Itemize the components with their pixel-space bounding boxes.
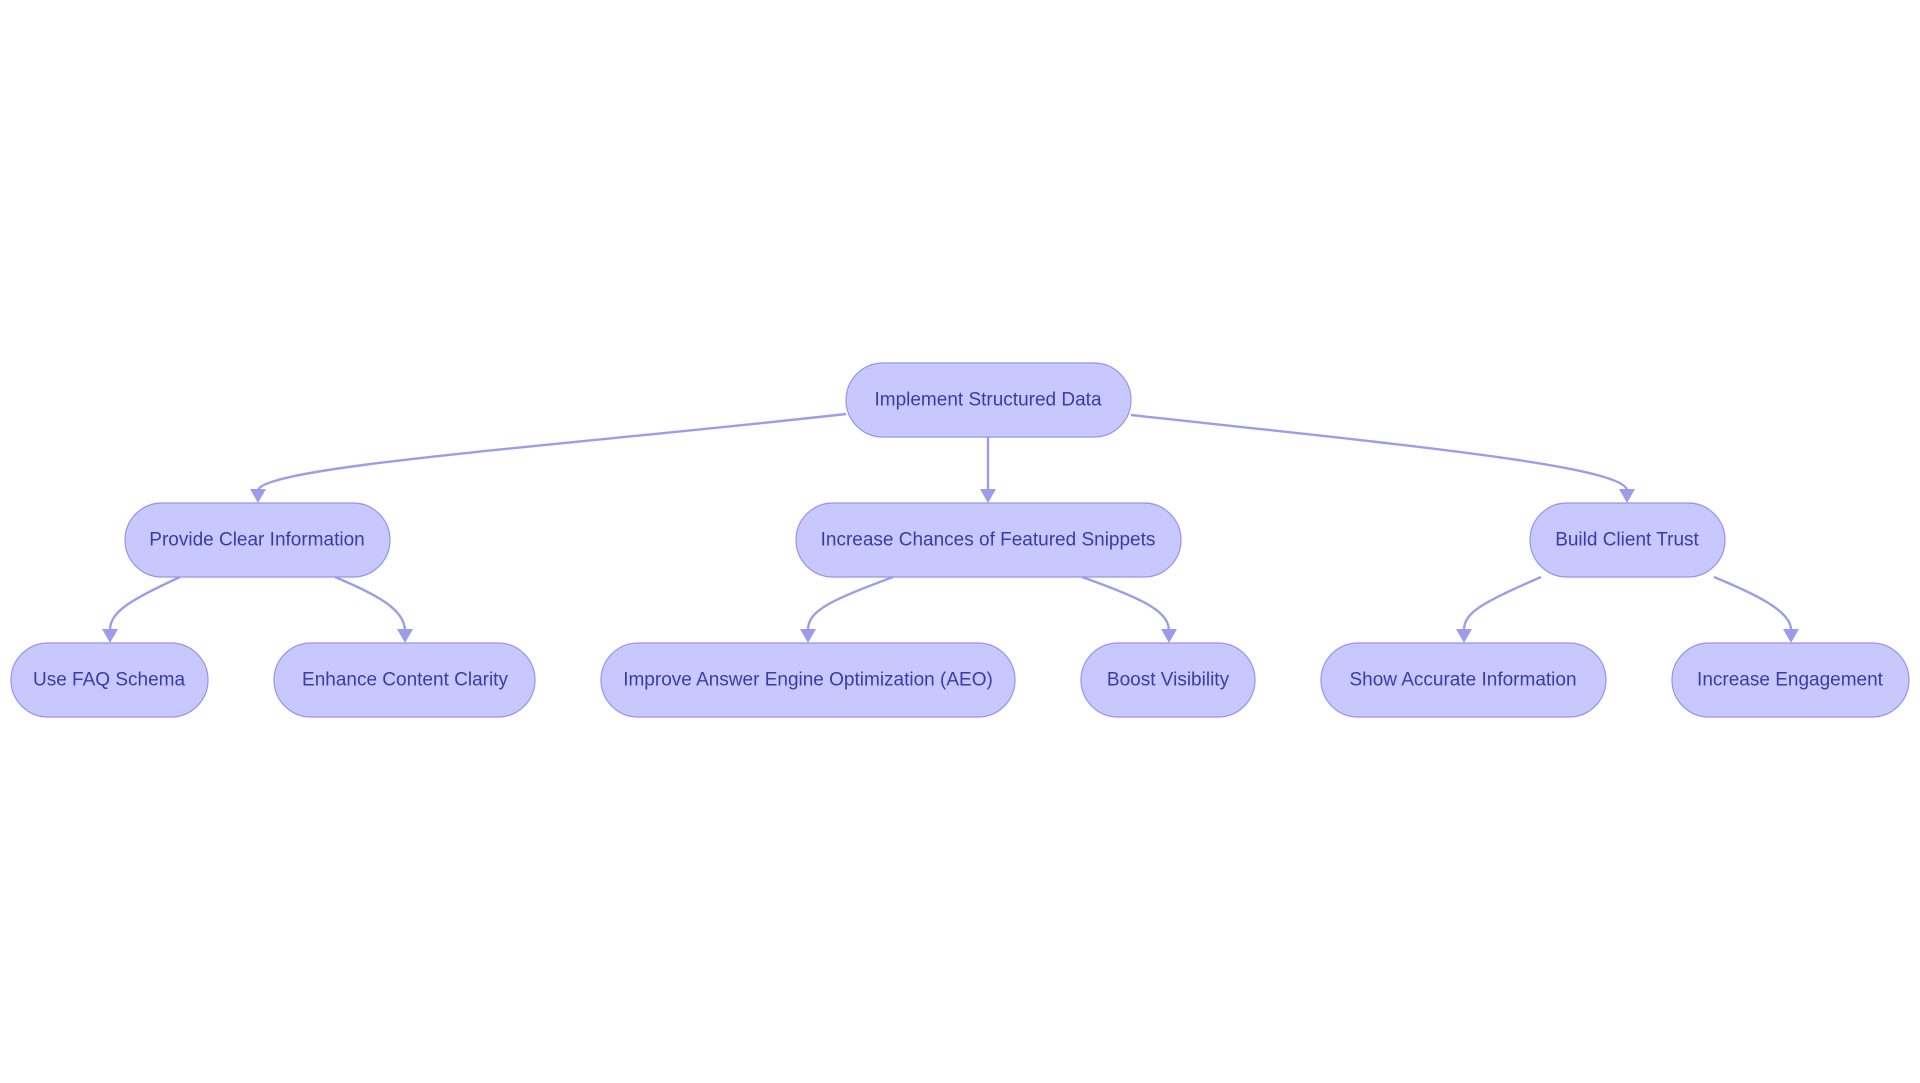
edge-root-clear	[256, 412, 847, 491]
arrowhead-trust-accurate	[1456, 629, 1472, 643]
node-label: Improve Answer Engine Optimization (AEO)	[623, 670, 993, 691]
node-improve-aeo[interactable]: Improve Answer Engine Optimization (AEO)	[600, 642, 1016, 718]
arrowhead-snippets-aeo	[800, 629, 816, 643]
edge-clear-faq	[108, 575, 181, 631]
edge-snippets-aeo	[806, 575, 894, 631]
node-use-faq-schema[interactable]: Use FAQ Schema	[10, 642, 209, 718]
arrowhead-trust-engagement	[1783, 629, 1799, 643]
node-label: Provide Clear Information	[149, 530, 364, 551]
node-label: Increase Engagement	[1697, 670, 1884, 691]
arrowhead-root-snippets	[980, 489, 996, 503]
node-label: Increase Chances of Featured Snippets	[821, 530, 1156, 551]
node-show-accurate-information[interactable]: Show Accurate Information	[1320, 642, 1607, 718]
edges-layer	[102, 412, 1799, 643]
node-label: Build Client Trust	[1555, 530, 1699, 551]
edge-trust-accurate	[1462, 575, 1542, 631]
edge-trust-engagement	[1713, 575, 1793, 631]
node-implement-structured-data[interactable]: Implement Structured Data	[845, 362, 1132, 438]
node-increase-chances-featured-snippets[interactable]: Increase Chances of Featured Snippets	[795, 502, 1182, 578]
node-label: Show Accurate Information	[1349, 670, 1576, 691]
node-label: Enhance Content Clarity	[302, 670, 508, 691]
node-increase-engagement[interactable]: Increase Engagement	[1671, 642, 1910, 718]
node-label: Boost Visibility	[1107, 670, 1230, 691]
nodes-layer: Implement Structured Data Provide Clear …	[10, 362, 1910, 718]
edge-snippets-visibility	[1081, 575, 1171, 631]
arrowhead-root-clear	[250, 489, 266, 503]
node-enhance-content-clarity[interactable]: Enhance Content Clarity	[273, 642, 536, 718]
node-build-client-trust[interactable]: Build Client Trust	[1529, 502, 1726, 578]
node-label: Use FAQ Schema	[33, 670, 185, 691]
node-provide-clear-information[interactable]: Provide Clear Information	[124, 502, 391, 578]
arrowhead-snippets-visibility	[1161, 629, 1177, 643]
edge-root-trust	[1130, 413, 1629, 491]
arrowhead-root-trust	[1619, 489, 1635, 503]
edge-clear-clarity	[334, 575, 407, 631]
node-label: Implement Structured Data	[874, 390, 1101, 411]
arrowhead-clear-clarity	[397, 629, 413, 643]
node-boost-visibility[interactable]: Boost Visibility	[1080, 642, 1256, 718]
arrowhead-clear-faq	[102, 629, 118, 643]
